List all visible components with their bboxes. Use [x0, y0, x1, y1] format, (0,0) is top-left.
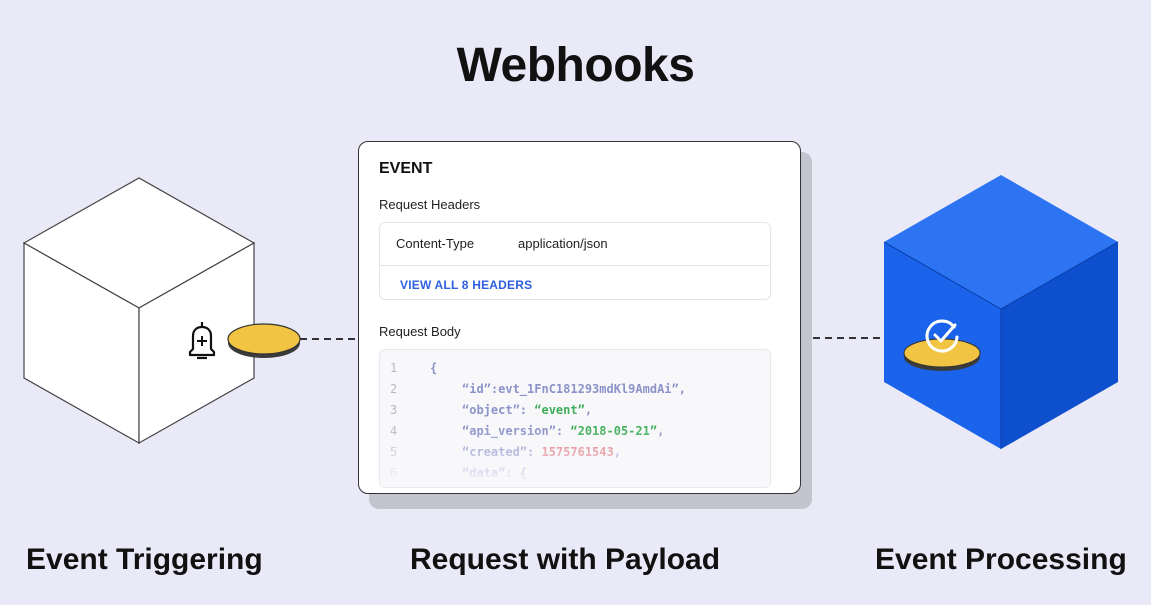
code-line: 2 “id”:evt_1FnC181293mdKl9AmdAi”,	[380, 379, 770, 400]
headers-divider	[380, 265, 770, 266]
code-text: “object”: “event”,	[462, 403, 593, 417]
event-trigger-cube	[22, 177, 256, 445]
card-title: EVENT	[379, 160, 433, 177]
header-key: Content-Type	[396, 236, 475, 251]
caption-event-triggering: Event Triggering	[26, 543, 263, 576]
caption-request-with-payload: Request with Payload	[410, 543, 721, 576]
code-fade	[380, 427, 770, 487]
line-number: 2	[390, 382, 398, 396]
check-circle-icon	[925, 319, 959, 353]
caption-event-processing: Event Processing	[875, 543, 1127, 576]
view-all-headers-link[interactable]: VIEW ALL 8 HEADERS	[400, 278, 533, 292]
request-body-label: Request Body	[379, 324, 461, 339]
diagram-title: Webhooks	[456, 39, 695, 92]
code-line: 3 “object”: “event”,	[380, 400, 770, 421]
code-line: 1{	[380, 358, 770, 379]
code-text: {	[430, 361, 438, 375]
event-token-right	[903, 338, 981, 371]
request-headers-label: Request Headers	[379, 197, 481, 212]
request-body-code: 1{2“id”:evt_1FnC181293mdKl9AmdAi”,3“obje…	[379, 349, 771, 488]
header-value: application/json	[518, 236, 608, 251]
headers-panel: Content-Type application/json VIEW ALL 8 …	[379, 222, 771, 300]
event-card: EVENT Request Headers Content-Type applic…	[358, 141, 801, 494]
code-text: “id”:evt_1FnC181293mdKl9AmdAi”,	[462, 382, 686, 396]
event-token-left	[227, 323, 301, 358]
bell-icon	[188, 322, 216, 360]
line-number: 3	[390, 403, 398, 417]
header-row: Content-Type application/json	[396, 236, 608, 251]
event-processing-cube	[883, 175, 1119, 449]
line-number: 1	[390, 361, 398, 375]
